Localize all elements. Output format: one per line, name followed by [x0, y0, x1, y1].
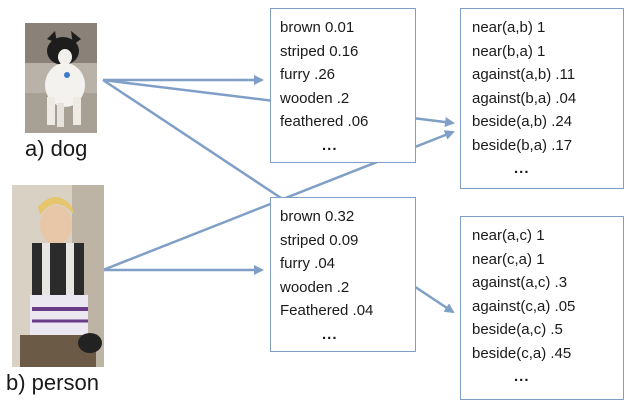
attribute-item: wooden .2 — [280, 278, 350, 296]
ellipsis: ... — [514, 368, 530, 385]
relations-ab-box: near(a,b) 1 near(b,a) 1 against(a,b) .11… — [460, 8, 624, 189]
relation-item: near(b,a) 1 — [472, 42, 546, 60]
attribute-item: striped 0.16 — [280, 42, 359, 60]
relation-item: beside(b,a) .17 — [472, 136, 573, 154]
relation-item: against(b,a) .04 — [472, 89, 577, 107]
attribute-item: furry .04 — [280, 255, 336, 272]
attribute-item: feathered .06 — [280, 113, 369, 130]
relation-item: beside(a,b) .24 — [472, 113, 573, 130]
dog-caption: a) dog — [25, 136, 88, 161]
ellipsis: ... — [322, 136, 338, 154]
relation-item: beside(c,a) .45 — [472, 344, 572, 362]
attribute-item: furry .26 — [280, 66, 336, 83]
attribute-item: brown 0.32 — [280, 208, 355, 225]
attribute-item: Feathered .04 — [280, 302, 374, 319]
person-caption: b) person — [6, 370, 99, 395]
attribute-item: striped 0.09 — [280, 231, 359, 249]
relation-item: against(a,b) .11 — [472, 66, 576, 83]
relation-item: near(a,c) 1 — [472, 227, 545, 244]
relation-item: beside(a,c) .5 — [472, 321, 563, 338]
relation-item: against(a,c) .3 — [472, 274, 568, 291]
person-photo — [12, 185, 104, 367]
ellipsis: ... — [514, 160, 530, 177]
relations-ac-box: near(a,c) 1 near(c,a) 1 against(a,c) .3 … — [460, 216, 624, 400]
relation-item: against(c,a) .05 — [472, 297, 576, 315]
relation-item: near(c,a) 1 — [472, 250, 545, 268]
dog-photo — [25, 23, 97, 133]
ellipsis: ... — [322, 325, 338, 343]
attribute-item: wooden .2 — [280, 89, 350, 107]
dog-attributes-box: brown 0.01 striped 0.16 furry .26 wooden… — [270, 8, 416, 163]
person-attributes-box: brown 0.32 striped 0.09 furry .04 wooden… — [270, 197, 416, 352]
relation-item: near(a,b) 1 — [472, 19, 546, 36]
attribute-item: brown 0.01 — [280, 19, 355, 36]
